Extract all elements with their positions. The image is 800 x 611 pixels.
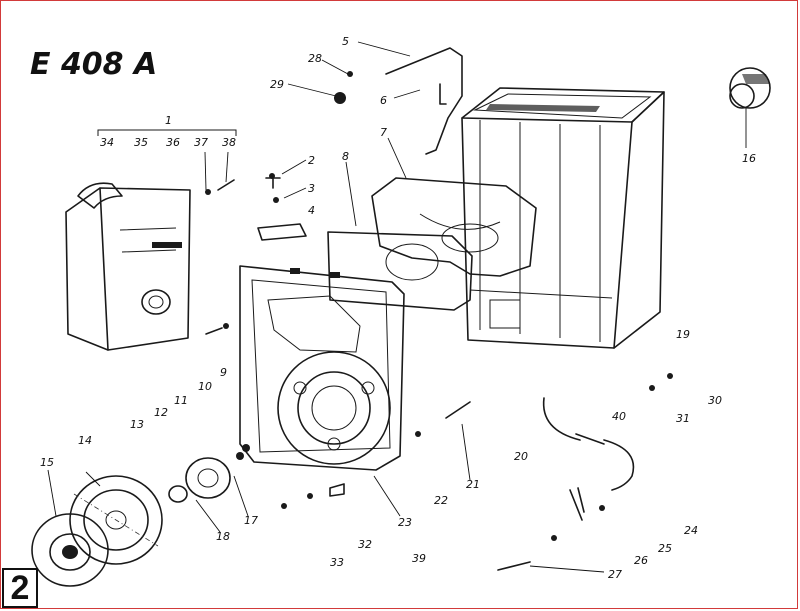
callout-19: 19	[676, 328, 690, 341]
callout-37: 37	[194, 136, 208, 149]
mounting-bracket	[385, 47, 463, 155]
callout-9: 9	[220, 366, 227, 379]
callout-22: 22	[434, 494, 448, 507]
callout-32: 32	[358, 538, 372, 551]
callout-1: 1	[165, 114, 172, 127]
burner-body	[239, 265, 405, 471]
oil-pump	[65, 182, 191, 351]
callout-5: 5	[342, 35, 349, 48]
flange-plate	[327, 231, 473, 311]
callout-12: 12	[154, 406, 168, 419]
callout-8: 8	[342, 150, 349, 163]
burner-housing-cover	[461, 87, 665, 349]
callout-numbers: 1 2 3 4 5 6 7 8 9 10 11 12 13 14 15 16 1…	[40, 35, 756, 581]
callout-13: 13	[130, 418, 144, 431]
callout-15: 15	[40, 456, 54, 469]
callout-33: 33	[330, 556, 344, 569]
oil-hoses	[445, 397, 635, 571]
callout-6: 6	[380, 94, 387, 107]
callout-10: 10	[198, 380, 212, 393]
callout-35: 35	[134, 136, 148, 149]
callout-24: 24	[684, 524, 698, 537]
callout-4: 4	[308, 204, 315, 217]
callout-36: 36	[166, 136, 180, 149]
leader-lines	[47, 41, 747, 573]
callout-31: 31	[676, 412, 690, 425]
fasteners	[205, 71, 673, 541]
fan-wheel	[69, 475, 163, 565]
callout-21: 21	[466, 478, 480, 491]
callout-25: 25	[658, 542, 672, 555]
callout-38: 38	[222, 136, 236, 149]
blower-housing	[729, 67, 771, 109]
callout-18: 18	[216, 530, 230, 543]
page-number: 2	[10, 568, 30, 607]
callout-28: 28	[308, 52, 322, 65]
callout-7: 7	[380, 126, 387, 139]
callout-14: 14	[78, 434, 92, 447]
callout-11: 11	[174, 394, 188, 407]
callout-34: 34	[100, 136, 114, 149]
motor-shroud	[371, 177, 537, 277]
air-damper	[31, 513, 109, 587]
callout-30: 30	[708, 394, 722, 407]
callout-26: 26	[634, 554, 648, 567]
callout-40: 40	[612, 410, 626, 423]
callout-3: 3	[308, 182, 315, 195]
callout-39: 39	[412, 552, 426, 565]
motor-coupling	[168, 457, 231, 503]
callout-17: 17	[244, 514, 258, 527]
callout-16: 16	[742, 152, 756, 165]
model-title: E 408 A	[30, 47, 157, 82]
callout-23: 23	[398, 516, 412, 529]
callout-20: 20	[514, 450, 528, 463]
callout-27: 27	[608, 568, 622, 581]
group-bracket	[97, 129, 237, 136]
callout-29: 29	[270, 78, 284, 91]
page-number-box: 2	[2, 568, 38, 608]
callout-2: 2	[308, 154, 315, 167]
